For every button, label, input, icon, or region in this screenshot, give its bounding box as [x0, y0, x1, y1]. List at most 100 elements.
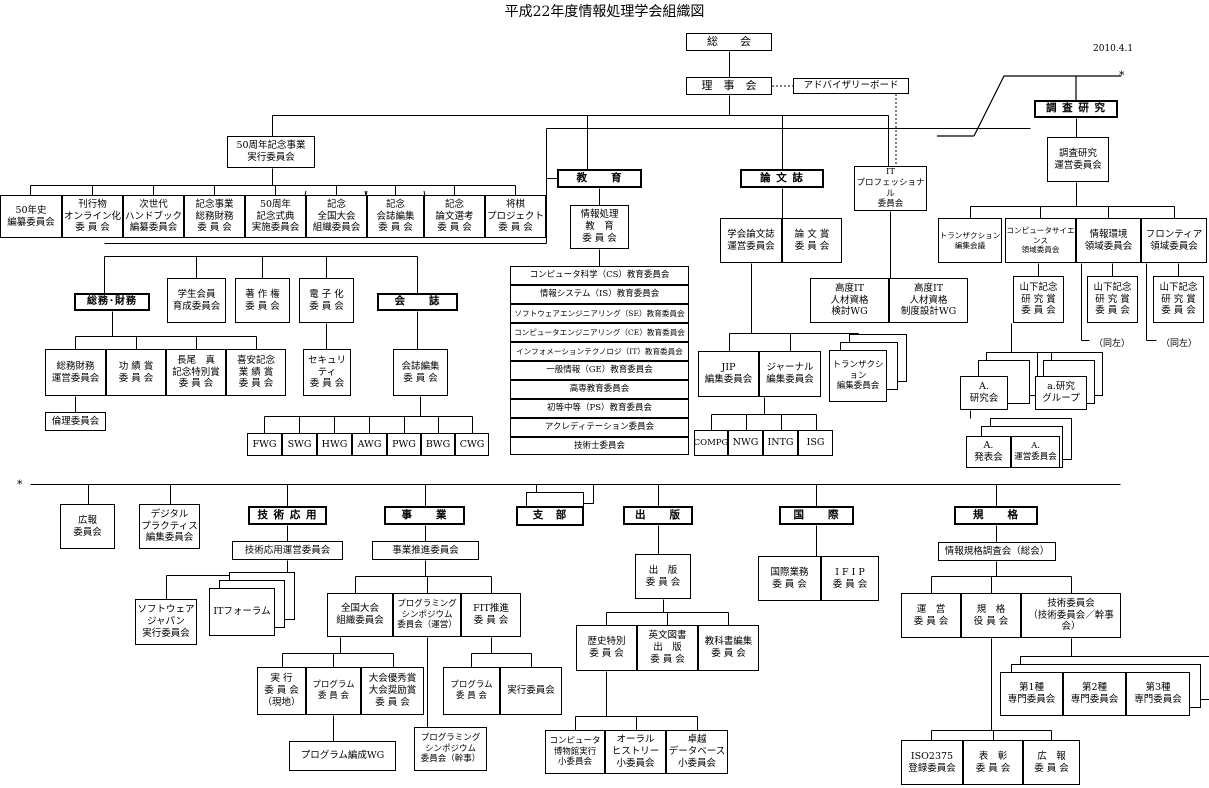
standards-expert-committee-1: 第2種 専門委員会 — [1063, 672, 1126, 716]
international-header: 国 際 — [779, 506, 854, 525]
transactions-wg-2: INTG — [763, 430, 798, 456]
it-professional-committee-box: IT プロフェッショナル 委員会 — [854, 166, 927, 211]
research-item-3: フロンティア 領域委員会 — [1141, 218, 1207, 263]
magazine-wg-4: PWG — [387, 433, 421, 456]
standards-expert-committee-2: 第3種 専門委員会 — [1126, 672, 1190, 716]
education-list-4: インフォメーションテクノロジ（IT）教育委員会 — [510, 342, 689, 361]
general-affairs-item-1: 功 績 賞 委 員 会 — [106, 349, 166, 396]
business-item-0: 全国大会 組織委員会 — [327, 593, 393, 637]
research-steering-committee-box: 調査研究 運営委員会 — [1047, 137, 1109, 182]
transactions-steering-committee-box: 学会論文誌 運営委員会 — [720, 218, 782, 263]
standards-bottom-0: ISO2375 登録委員会 — [901, 740, 963, 785]
anniversary-item-0: 50年史 編纂委員会 — [0, 195, 62, 238]
same-as-left-label-0: （同左） — [1094, 339, 1131, 349]
paper-award-committee-box: 論 文 賞 委 員 会 — [782, 218, 842, 263]
fit-executive-committee-box: 実行委員会 — [500, 667, 562, 715]
standards-bottom-2: 広 報 委 員 会 — [1023, 740, 1080, 785]
it-forum-box: ITフォーラム — [209, 588, 275, 636]
anniversary-item-4: 50周年 記念式典 実施委員会 — [245, 195, 306, 238]
national-convention-sub-0: 実 行 委 員 会 （現地） — [257, 667, 306, 715]
digital-practice-committee-box: デジタル プラクティス 編集委員会 — [139, 504, 200, 549]
ethics-committee-box: 倫理委員会 — [45, 412, 106, 431]
publication-sub-1: オーラル ヒストリー 小委員会 — [605, 730, 666, 774]
anniversary-item-1: 刊行物 オンライン化 委 員 会 — [62, 195, 123, 238]
tech-application-steering-box: 技術応用運営委員会 — [232, 541, 343, 560]
publication-committee-box: 出 版 委 員 会 — [635, 554, 691, 599]
business-header: 事 業 — [384, 506, 465, 525]
magazine-wg-6: CWG — [455, 433, 489, 456]
date-label: 2010.4.1 — [1093, 44, 1134, 54]
pr-committee-box: 広報 委員会 — [60, 504, 115, 549]
standards-header: 規 格 — [954, 506, 1038, 525]
magazine-header: 会 誌 — [377, 293, 458, 311]
anniversary-committee-box: 50周年記念事業 実行委員会 — [227, 136, 315, 168]
education-list-7: 初等中等（PS）教育委員会 — [510, 399, 689, 418]
same-as-left-label-1: （同左） — [1161, 339, 1198, 349]
research-item-0: トランザクション 編集会議 — [938, 218, 1002, 263]
magazine-editorial-committee-box: 会誌編集 委 員 会 — [393, 349, 448, 396]
publication-item-2: 教科書編集 委 員 会 — [698, 625, 759, 671]
fit-program-committee-box: プログラム 委 員 会 — [443, 667, 500, 715]
magazine-wg-0: FWG — [247, 433, 282, 456]
publication-sub-0: コンピュータ 博物館実行 小委員会 — [545, 730, 605, 774]
continuation-marker-top: * — [1119, 69, 1125, 82]
general-affairs-item-0: 総務財務 運営委員会 — [45, 349, 106, 396]
digitization-committee-box: 電 子 化 委 員 会 — [299, 278, 354, 323]
education-committee-box: 情報処理 教 育 委 員 会 — [570, 205, 629, 249]
research-group-box: a.研究 グループ — [1035, 376, 1087, 410]
national-convention-sub-2: 大会優秀賞 大会奨励賞 委 員 会 — [361, 667, 424, 715]
anniversary-item-5: 記念 全国大会 組織委員会 — [306, 195, 367, 238]
publication-header: 出 版 — [623, 506, 693, 525]
publication-item-0: 歴史特別 委 員 会 — [576, 625, 637, 671]
program-wg-box: プログラム編成WG — [289, 741, 396, 771]
copyright-committee-box: 著 作 権 委 員 会 — [235, 278, 290, 323]
publication-item-1: 英文図書 出 版 委 員 会 — [637, 625, 698, 671]
it-wg-1: 高度IT 人材資格 制度設計WG — [889, 278, 968, 323]
tech-application-header: 技 術 応 用 — [248, 506, 327, 525]
magazine-wg-3: AWG — [352, 433, 387, 456]
anniversary-item-3: 記念事業 総務財務 委 員 会 — [184, 195, 245, 238]
anniversary-item-6: 記念 会誌編集 委 員 会 — [367, 195, 424, 238]
general-affairs-item-3: 喜安記念 業 績 賞 委 員 会 — [226, 349, 286, 396]
standards-item-2: 技術委員会 （技術委員会／幹事会） — [1021, 593, 1121, 638]
transaction-editorial-committee-box: トランザクション 編集委員会 — [829, 350, 887, 402]
research-item-2: 情報環境 領域委員会 — [1076, 218, 1141, 263]
education-list-0: コンピュータ科学（CS）教育委員会 — [510, 266, 689, 285]
software-japan-committee-box: ソフトウェア ジャパン 実行委員会 — [135, 599, 197, 645]
business-item-1: プログラミング シンポジウム 委員会（運営） — [393, 593, 461, 637]
education-header: 教 育 — [557, 169, 642, 188]
publication-sub-2: 卓越 データベース 小委員会 — [666, 730, 728, 774]
magazine-wg-1: SWG — [282, 433, 317, 456]
student-member-committee-box: 学生会員 育成委員会 — [167, 278, 226, 323]
transactions-wg-3: ISG — [798, 430, 833, 456]
security-committee-box: セキュリティ 委 員 会 — [303, 349, 351, 396]
standards-bottom-1: 表 彰 委 員 会 — [963, 740, 1023, 785]
journal-editorial-committee-box: ジャーナル 編集委員会 — [759, 351, 821, 397]
anniversary-item-7: 記念 論文選考 委 員 会 — [424, 195, 485, 238]
standards-general-assembly-box: 情報規格調査会（総会） — [938, 542, 1056, 561]
standards-item-1: 規 格 役 員 会 — [961, 593, 1021, 638]
international-item-1: I F I P 委 員 会 — [821, 556, 879, 601]
education-list-6: 高専教育委員会 — [510, 380, 689, 399]
general-affairs-header: 総務･財務 — [74, 293, 150, 311]
it-wg-0: 高度IT 人材資格 検討WG — [810, 278, 889, 323]
sig-box: A. 研究会 — [960, 376, 1008, 410]
magazine-wg-2: HWG — [317, 433, 352, 456]
international-item-0: 国際業務 委 員 会 — [758, 556, 821, 601]
jip-editorial-committee-box: JIP 編集委員会 — [698, 351, 759, 397]
advisory-board-box: アドバイザリーボード — [793, 78, 909, 94]
business-promotion-committee-box: 事業推進委員会 — [372, 541, 479, 560]
programming-symposium-executive-box: プログラミング シンポジウム 委員会（幹事） — [414, 727, 487, 771]
yamashita-award-committee-2: 山下記念 研 究 賞 委 員 会 — [1153, 276, 1204, 323]
standards-expert-committee-0: 第1種 専門委員会 — [1000, 672, 1063, 716]
business-item-2: FIT推進 委 員 会 — [461, 593, 521, 637]
sig-steering-committee-box: A. 運営委員会 — [1011, 436, 1060, 468]
transactions-wg-1: NWG — [728, 430, 763, 456]
transactions-wg-0: COMPG — [694, 430, 728, 456]
yamashita-award-committee-0: 山下記念 研 究 賞 委 員 会 — [1013, 276, 1064, 323]
board-of-directors-box: 理 事 会 — [686, 77, 772, 95]
anniversary-item-8: 将棋 プロジェクト 委 員 会 — [485, 195, 546, 238]
standards-item-0: 運 営 委 員 会 — [901, 593, 961, 638]
yamashita-award-committee-1: 山下記念 研 究 賞 委 員 会 — [1087, 276, 1138, 323]
